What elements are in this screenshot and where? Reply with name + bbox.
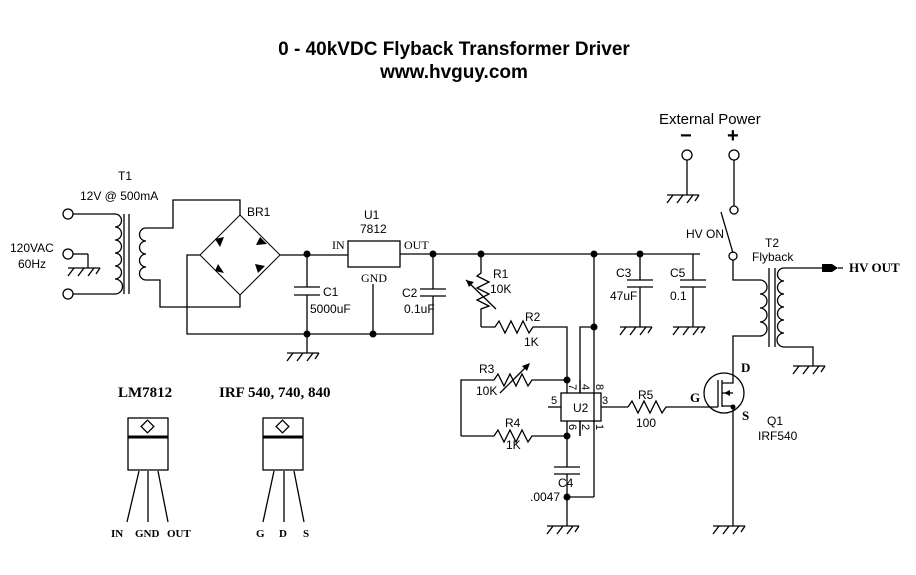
u2-pin-3: 3 <box>602 395 608 407</box>
external-power: External Power − + HV ON <box>659 111 761 261</box>
u2-pin-8: 8 <box>593 384 605 390</box>
r1-ref: R1 <box>493 267 509 281</box>
timer-section: R1 10K R2 1K R3 10K R4 1K U2 5 3 7 4 <box>460 250 706 535</box>
q1-part: IRF540 <box>758 429 798 443</box>
mosfet-q1: G D S Q1 IRF540 <box>690 360 798 535</box>
package-irf: IRF 540, 740, 840 G D S <box>219 385 331 540</box>
q1-ref: Q1 <box>767 414 783 428</box>
page-subtitle-url: www.hvguy.com <box>379 62 528 83</box>
mains-terminal-bottom <box>62 288 74 300</box>
pin-label: GND <box>135 528 160 540</box>
t2-primary-coil <box>759 279 768 337</box>
u2-pin-6: 6 <box>566 424 578 430</box>
c5-ref: C5 <box>670 266 686 280</box>
q1-source-label: S <box>742 408 749 423</box>
t1-primary-coil <box>114 213 124 295</box>
switch-contact-top <box>729 205 739 215</box>
c2-value: 0.1uF <box>404 302 435 316</box>
u1-pin-out: OUT <box>404 238 429 252</box>
br1-ref: BR1 <box>247 205 271 219</box>
ground-icon <box>792 365 826 375</box>
mains-voltage: 120VAC <box>10 241 54 255</box>
u1-body <box>347 240 401 268</box>
plus-sign: + <box>727 125 739 147</box>
r5-ref: R5 <box>638 388 654 402</box>
pin-label: OUT <box>167 528 192 540</box>
mains-frequency: 60Hz <box>18 257 46 271</box>
bypass-capacitors: C3 47uF C5 0.1 <box>610 250 706 336</box>
pin-label: D <box>279 528 287 540</box>
ground-icon <box>712 525 746 535</box>
r5-value: 100 <box>636 416 656 430</box>
ground-icon <box>67 267 101 277</box>
ground-icon <box>619 326 653 336</box>
flyback-transformer-t2: T2 Flyback HV OUT <box>732 236 900 375</box>
t2-ref: T2 <box>765 236 779 250</box>
t1-rating: 12V @ 500mA <box>80 189 158 203</box>
q1-drain-label: D <box>741 360 750 375</box>
r2-ref: R2 <box>525 310 541 324</box>
t1-ref: T1 <box>118 169 132 183</box>
r3-ref: R3 <box>479 362 495 376</box>
hv-out-label: HV OUT <box>849 260 900 275</box>
r2-value: 1K <box>524 335 539 349</box>
u1-part: 7812 <box>360 222 387 236</box>
c5-value: 0.1 <box>670 289 687 303</box>
u2-pin-2: 2 <box>579 424 591 430</box>
c3-value: 47uF <box>610 289 637 303</box>
ground-icon <box>286 352 320 362</box>
u2-pin-1: 1 <box>593 424 605 430</box>
ground-icon <box>546 525 580 535</box>
q1-body <box>703 372 745 414</box>
r4-ref: R4 <box>505 416 521 430</box>
u2-pin-5: 5 <box>551 395 557 407</box>
pin-label: IN <box>111 528 123 540</box>
switch-contact-bottom <box>728 251 738 261</box>
u2-pin-7: 7 <box>566 384 578 390</box>
ground-icon <box>666 194 700 204</box>
r1-value: 10K <box>490 282 511 296</box>
u2-pin-4: 4 <box>579 384 591 390</box>
q1-gate-label: G <box>690 390 700 405</box>
package-title: LM7812 <box>118 385 172 401</box>
mains-terminal-mid <box>62 248 74 260</box>
transformer-t1: T1 12V @ 500mA 120VAC 60Hz <box>10 169 241 308</box>
u1-ref: U1 <box>364 208 380 222</box>
c2-ref: C2 <box>402 286 418 300</box>
t2-secondary-coil <box>776 267 785 348</box>
c4-ref: C4 <box>558 476 574 490</box>
pin-label: G <box>256 528 265 540</box>
minus-sign: − <box>680 125 692 147</box>
page-title: 0 - 40kVDC Flyback Transformer Driver <box>278 39 630 60</box>
hv-on-switch[interactable] <box>720 211 734 254</box>
mounting-hole-icon <box>275 419 290 434</box>
pin-label: S <box>303 528 309 540</box>
mounting-hole-icon <box>140 419 155 434</box>
bridge-rectifier-br1: BR1 <box>186 205 348 335</box>
r4-value: 1K <box>506 438 521 452</box>
t1-secondary-coil <box>138 227 147 281</box>
u1-pin-in: IN <box>332 238 345 252</box>
ground-icon <box>672 326 706 336</box>
mains-terminal-top <box>62 208 74 220</box>
external-power-label: External Power <box>659 111 761 128</box>
r3-value: 10K <box>476 384 497 398</box>
u1-pin-gnd: GND <box>361 271 387 285</box>
c1-value: 5000uF <box>310 302 351 316</box>
package-title: IRF 540, 740, 840 <box>219 385 331 401</box>
t2-name: Flyback <box>752 250 794 264</box>
c4-value: .0047 <box>530 490 560 504</box>
regulator-section: C1 5000uF U1 7812 IN OUT GND C2 0.1uF <box>286 208 700 362</box>
negative-terminal[interactable] <box>681 149 693 161</box>
hv-out-connector-icon <box>822 264 838 272</box>
hv-on-label: HV ON <box>686 227 724 241</box>
c1-ref: C1 <box>323 285 339 299</box>
u2-ref: U2 <box>573 401 589 415</box>
positive-terminal[interactable] <box>728 149 740 161</box>
package-lm7812: LM7812 IN GND OUT <box>111 385 192 540</box>
c3-ref: C3 <box>616 266 632 280</box>
